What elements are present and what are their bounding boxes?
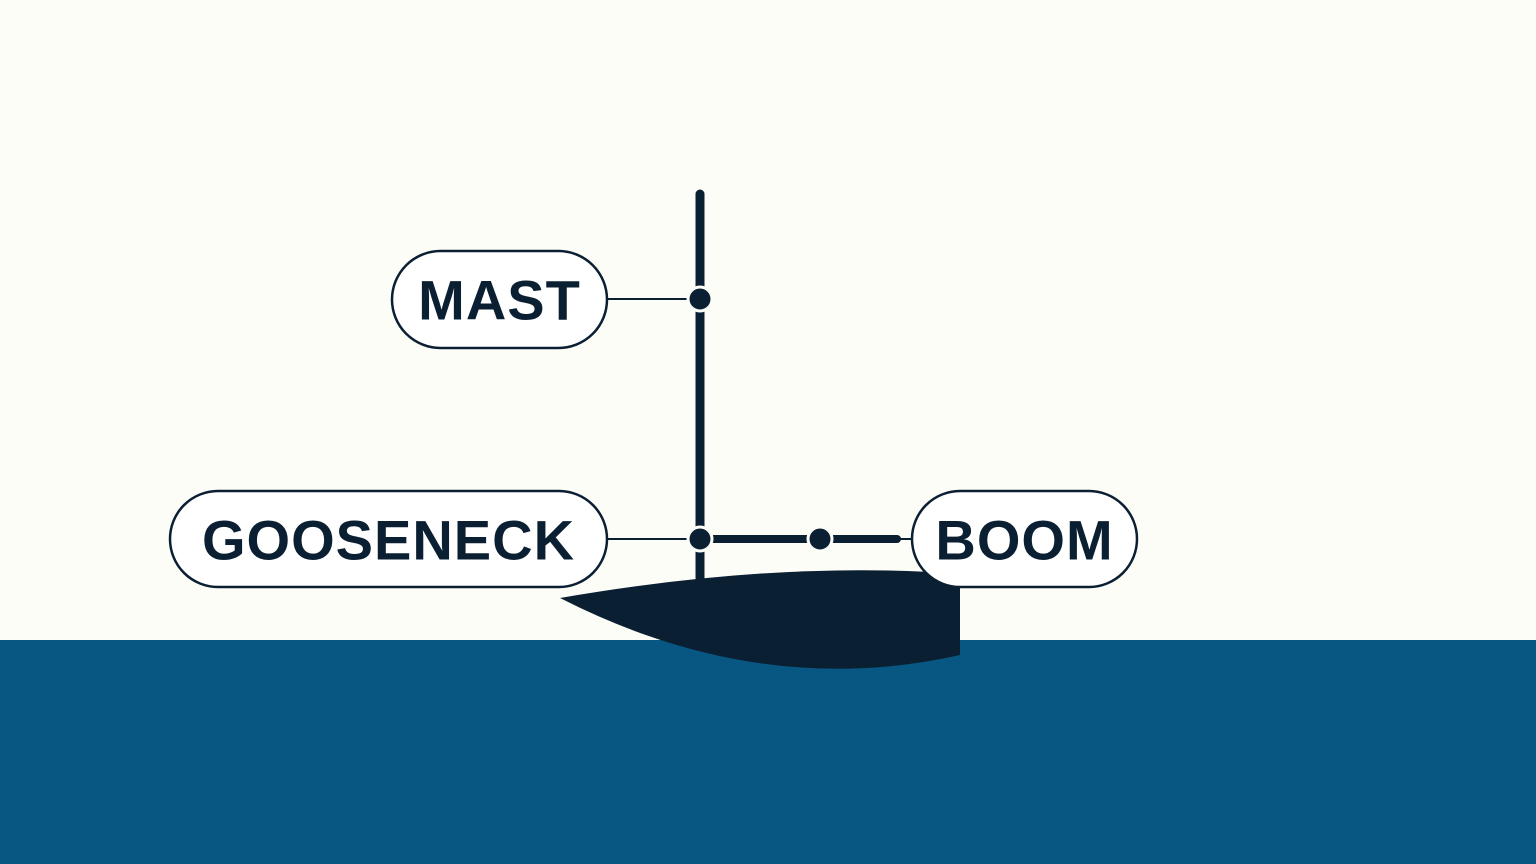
- mast-point: [686, 285, 714, 313]
- gooseneck-label: GOOSENECK: [168, 489, 609, 589]
- boom-label-text: BOOM: [935, 509, 1113, 572]
- gooseneck-label-box: [168, 489, 609, 589]
- hull: [560, 570, 960, 669]
- boom-label-box: [910, 489, 1139, 589]
- boom-point: [806, 525, 834, 553]
- mast-label-box: [390, 249, 609, 350]
- water: [0, 640, 1536, 864]
- boom-label: BOOM: [910, 489, 1139, 589]
- mast-label-text: MAST: [418, 269, 581, 332]
- gooseneck-label-text: GOOSENECK: [202, 509, 575, 572]
- mast-label: MAST: [390, 249, 609, 350]
- gooseneck-point: [686, 525, 714, 553]
